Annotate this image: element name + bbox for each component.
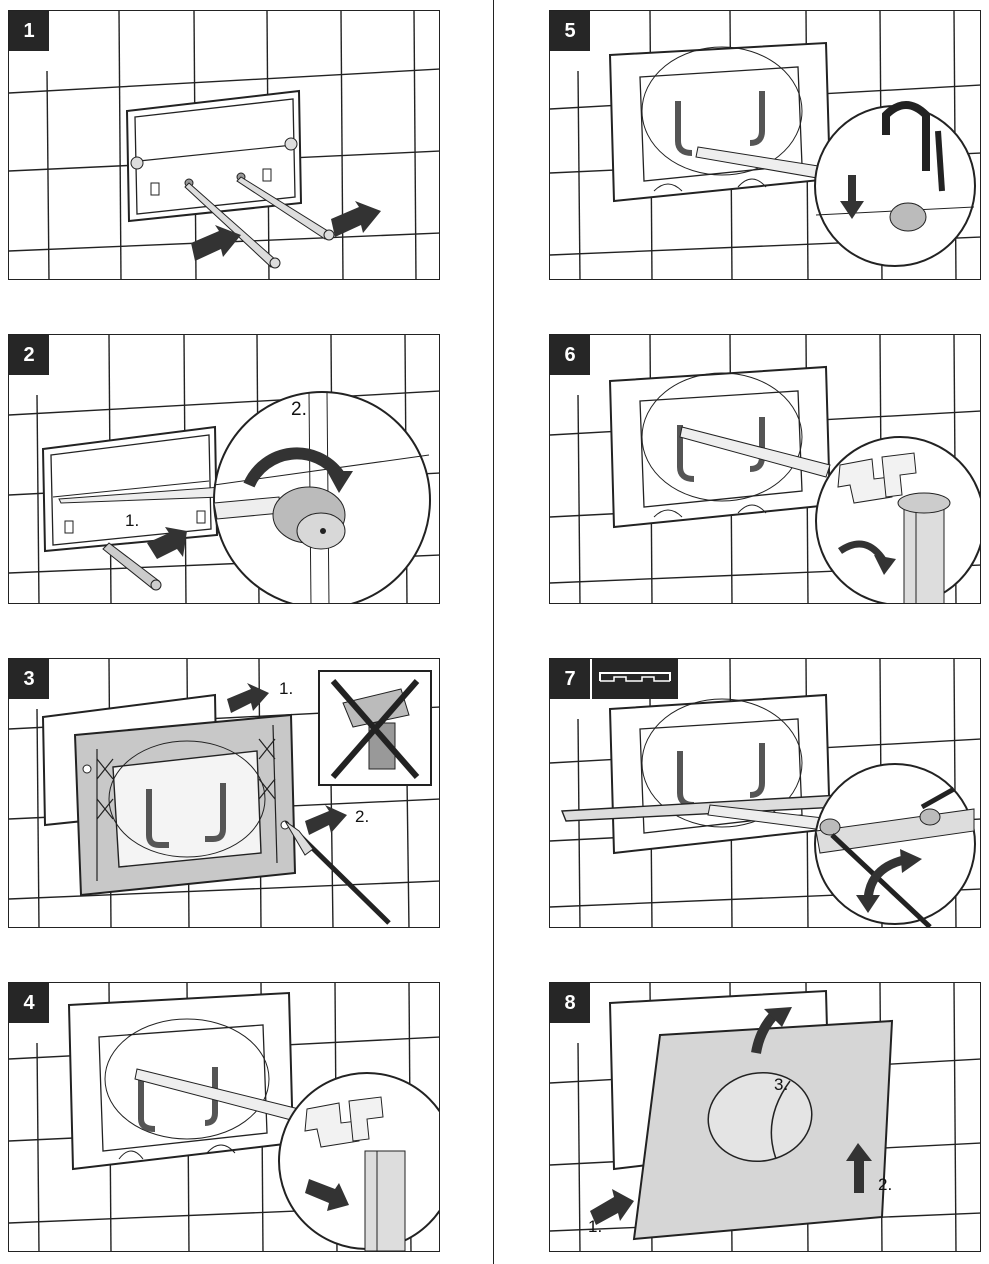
detail-magnifier: [278, 1072, 439, 1251]
wall-tiles-illustration: [9, 335, 439, 603]
detail-magnifier: [814, 763, 976, 927]
wall-tiles-illustration: [550, 983, 980, 1251]
step-label: 1.: [279, 679, 294, 698]
detail-magnifier: [815, 436, 980, 603]
rotate-arrow-icon: [243, 447, 353, 493]
step-number-badge: 6: [550, 335, 590, 375]
anchor-bolt: [102, 542, 162, 591]
wall-tiles-illustration: [9, 983, 439, 1251]
no-drill-icon: [318, 670, 432, 786]
screwdriver: [284, 820, 391, 925]
push-arrow-icon: [191, 201, 381, 261]
step-panel-1: 1: [8, 10, 440, 280]
rotate-arrow-icon: [856, 849, 922, 913]
step-panel-4: 4: [8, 982, 440, 1252]
step-number-badge: 5: [550, 11, 590, 51]
mounting-frame: [608, 693, 832, 855]
rotate-arrow-icon: [838, 540, 896, 575]
push-arrow-icon: [840, 175, 864, 219]
wall-tiles-illustration: [550, 335, 980, 603]
push-arrow-icon: [305, 1179, 349, 1211]
step-number-badge: 7: [550, 659, 590, 699]
detail-magnifier: [814, 101, 976, 267]
wall-tiles-illustration: [9, 11, 439, 279]
step-panel-5: 5: [549, 10, 981, 280]
step-label: 2.: [291, 399, 307, 420]
step-number-badge: 8: [550, 983, 590, 1023]
installation-recess: [41, 425, 219, 553]
step-panel-3: 3: [8, 658, 440, 928]
step-number-badge: 4: [9, 983, 49, 1023]
step-panel-8: 8 1. 2. 3.: [549, 982, 981, 1252]
step-label: 1.: [588, 1217, 603, 1236]
anchor-bolt: [184, 176, 335, 269]
push-arrow-icon: [590, 1007, 872, 1225]
magnify-pointer: [679, 426, 831, 478]
step-label: 2.: [355, 807, 370, 826]
step-panel-7: 7: [549, 658, 981, 928]
step-panel-2: 2: [8, 334, 440, 604]
step-label: 1.: [125, 511, 140, 530]
step-panel-6: 6: [549, 334, 981, 604]
mounting-frame: [73, 713, 297, 897]
step-number-badge: 1: [9, 11, 49, 51]
step-label: 3.: [774, 1075, 789, 1094]
wall-tiles-illustration: [9, 659, 439, 927]
wall-tiles-illustration: [550, 11, 980, 279]
frame-strip-icon: [590, 659, 678, 699]
flush-plate: [632, 1019, 894, 1241]
step-number-badge: 2: [9, 335, 49, 375]
push-arrow-icon: [227, 683, 347, 835]
step-number-badge: 3: [9, 659, 49, 699]
mounting-frame: [608, 365, 832, 529]
push-arrow-icon: [147, 527, 187, 559]
wall-tiles-illustration: [550, 659, 980, 927]
detail-magnifier: [213, 391, 431, 603]
column-divider: [493, 0, 494, 1264]
step-label: 2.: [878, 1175, 893, 1194]
mounting-frame: [608, 41, 832, 203]
